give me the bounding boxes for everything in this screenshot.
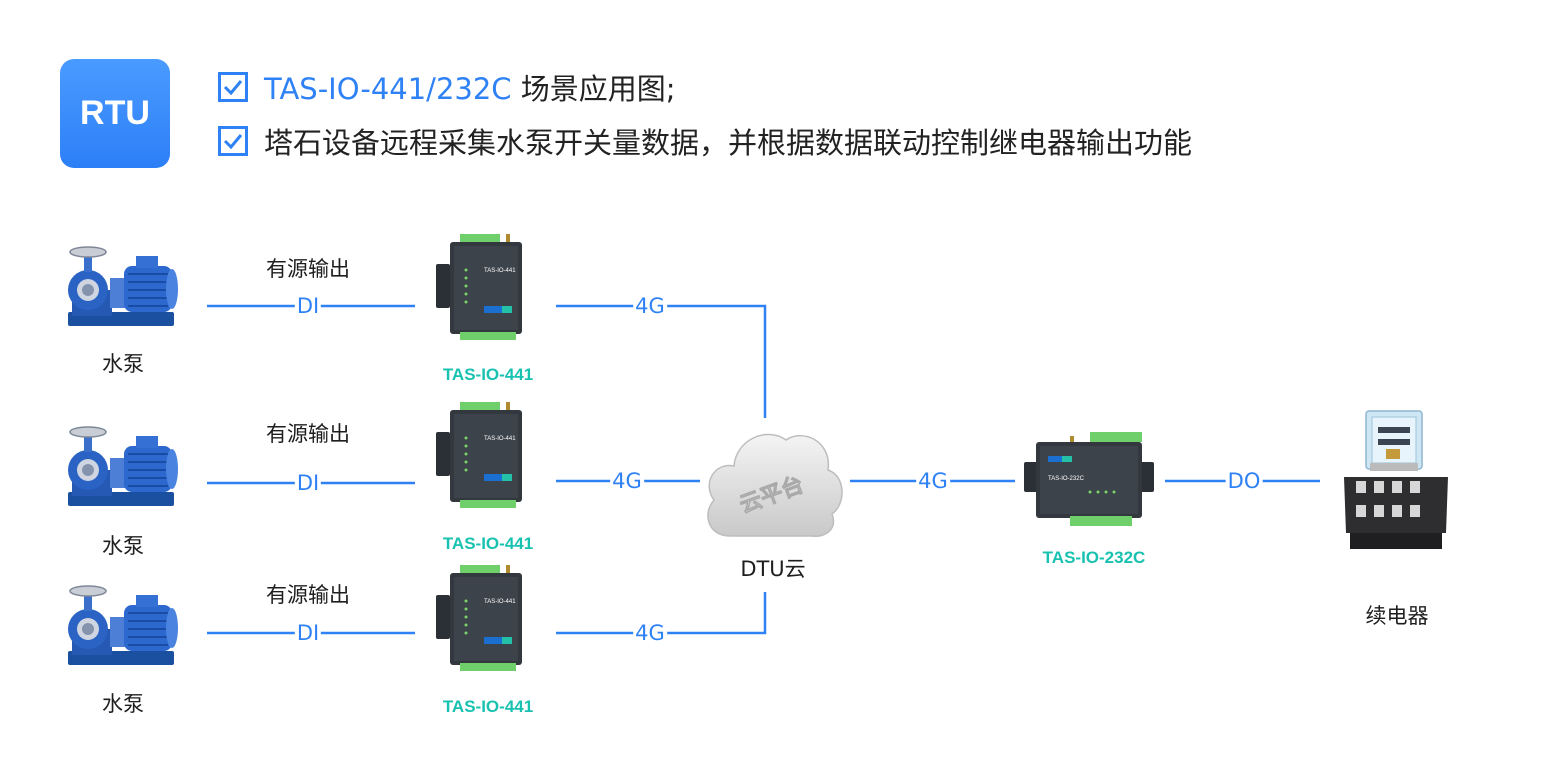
header-title: 场景应用图;	[511, 72, 676, 106]
pump-icon	[62, 585, 182, 675]
checkbox-icon	[218, 72, 248, 102]
relay-label: 续电器	[1365, 604, 1429, 628]
pump-label: 水泵	[102, 352, 144, 376]
cloud-label: DTU云	[740, 557, 806, 581]
header-model: TAS-IO-441/232C	[264, 72, 512, 106]
di-label: DI	[294, 621, 322, 645]
panel-model-text: TAS-IO-441	[484, 436, 516, 442]
do-label: DO	[1225, 469, 1263, 493]
relay-icon	[1336, 405, 1456, 561]
panel-model-text: TAS-IO-441	[484, 599, 516, 605]
io-441-device-icon: TAS-IO-441	[436, 402, 528, 512]
link-4g-label: 4G	[610, 469, 644, 493]
header-line-1: TAS-IO-441/232C 场景应用图;	[218, 66, 676, 108]
di-label: DI	[294, 294, 322, 318]
pump-label: 水泵	[102, 534, 144, 558]
output-label: 有源输出	[266, 257, 350, 281]
di-label: DI	[294, 471, 322, 495]
link-4g-label: 4G	[633, 294, 667, 318]
device-label: TAS-IO-232C	[1042, 548, 1146, 567]
panel-model-text: TAS-IO-441	[484, 268, 516, 274]
pump-icon	[62, 426, 182, 516]
io-441-device-icon: TAS-IO-441	[436, 234, 528, 344]
output-label: 有源输出	[266, 422, 350, 446]
panel-model-text: TAS-IO-232C	[1048, 476, 1085, 482]
checkbox-icon	[218, 126, 248, 156]
link-4g-label: 4G	[633, 621, 667, 645]
rtu-badge: RTU	[60, 59, 170, 168]
link-4g-label: 4G	[916, 469, 950, 493]
device-label: TAS-IO-441	[442, 534, 534, 553]
cloud-icon: 云平台	[700, 418, 845, 550]
io-441-device-icon: TAS-IO-441	[436, 565, 528, 675]
output-label: 有源输出	[266, 583, 350, 607]
header-description: 塔石设备远程采集水泵开关量数据，并根据数据联动控制继电器输出功能	[264, 126, 1193, 160]
device-label: TAS-IO-441	[442, 697, 534, 716]
io-232c-device-icon: TAS-IO-232C	[1024, 432, 1154, 534]
pump-icon	[62, 246, 182, 336]
device-label: TAS-IO-441	[442, 365, 534, 384]
pump-label: 水泵	[102, 692, 144, 716]
header-line-2: 塔石设备远程采集水泵开关量数据，并根据数据联动控制继电器输出功能	[218, 120, 1192, 162]
